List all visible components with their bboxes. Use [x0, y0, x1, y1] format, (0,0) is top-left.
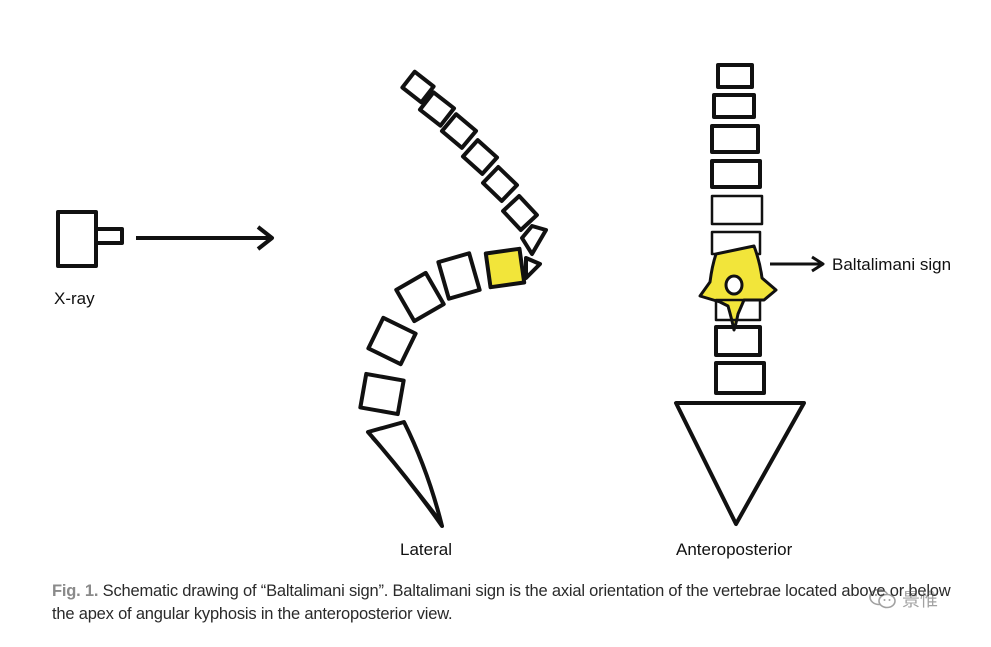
xray-label: X-ray: [54, 289, 95, 308]
caption-text: Schematic drawing of “Baltalimani sign”.…: [52, 582, 951, 623]
lateral-vertebra: [436, 251, 482, 301]
ap-vertebra: [714, 361, 766, 395]
lateral-wedge-vertebra: [524, 256, 542, 280]
lateral-vertebra: [439, 112, 479, 150]
ap-vertebra: [714, 298, 762, 322]
watermark-text: 景惟: [902, 590, 938, 611]
lateral-vertebra: [394, 270, 446, 324]
figure-number: Fig. 1.: [52, 582, 99, 600]
ap-spine: [674, 63, 806, 526]
lateral-vertebra: [460, 138, 500, 176]
ap-vertebra: [716, 63, 754, 89]
lateral-vertebra: [417, 90, 457, 128]
lateral-vertebra: [366, 315, 418, 367]
ap-vertebra: [710, 159, 762, 189]
lateral-wedge-vertebra: [520, 224, 548, 256]
xray-source-icon: [56, 210, 124, 268]
xray-beam-arrow: [136, 225, 274, 251]
figure-caption: Fig. 1. Schematic drawing of “Baltaliman…: [52, 580, 977, 626]
lateral-view-label: Lateral: [400, 540, 452, 559]
lateral-highlighted-vertebra: [483, 246, 527, 290]
ap-vertebra: [714, 325, 762, 357]
sign-pointer-arrow: [770, 255, 825, 273]
wechat-icon: [869, 588, 896, 609]
ap-sacrum: [674, 401, 806, 526]
ap-vertebra: [710, 124, 760, 154]
lateral-vertebra: [501, 193, 539, 233]
ap-view-label: Anteroposterior: [676, 540, 793, 559]
lateral-spine: [358, 69, 548, 528]
ap-vertebra: [712, 93, 756, 119]
watermark: 景惟: [868, 586, 938, 612]
baltalimani-sign-label: Baltalimani sign: [832, 255, 951, 274]
lateral-vertebra: [481, 165, 519, 203]
ap-vertebra: [710, 194, 764, 226]
lateral-vertebra: [358, 371, 406, 417]
lateral-vertebra: [400, 69, 436, 105]
